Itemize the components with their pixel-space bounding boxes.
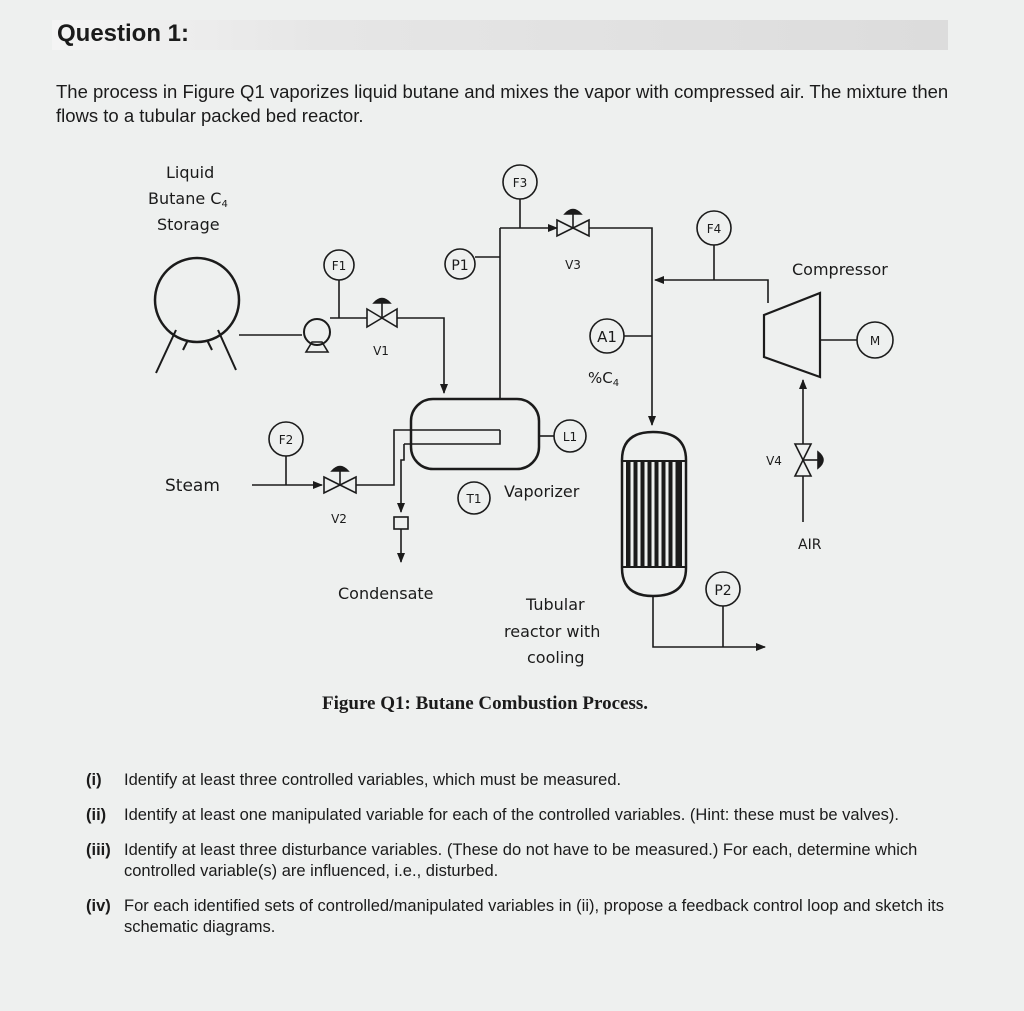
storage-label-line3: Storage (157, 215, 220, 234)
valve-v3 (556, 208, 590, 238)
valve-v4-label: V4 (766, 454, 782, 468)
question-header-bar (52, 20, 948, 50)
analyzer-label: %C4 (588, 369, 619, 389)
instrument-f2: F2 (279, 433, 294, 447)
valve-v1 (366, 297, 398, 329)
instrument-t1: T1 (466, 492, 482, 506)
condensate-label: Condensate (338, 584, 434, 603)
instrument-f4: F4 (707, 222, 722, 236)
task-number: (ii) (86, 806, 107, 824)
compressor-label: Compressor (792, 260, 888, 279)
instrument-f1: F1 (332, 259, 347, 273)
task-item: (i) Identify at least three controlled v… (86, 770, 966, 791)
figure-caption: Figure Q1: Butane Combustion Process. (322, 693, 648, 714)
instrument-p1: P1 (451, 258, 468, 274)
valve-v2-label: V2 (331, 512, 347, 526)
vaporizer-vessel (404, 397, 554, 471)
question-intro: The process in Figure Q1 vaporizes liqui… (56, 81, 949, 126)
task-list: (i) Identify at least three controlled v… (86, 770, 966, 952)
task-text: Identify at least one manipulated variab… (124, 806, 900, 824)
motor-icon (856, 321, 894, 359)
motor-label: M (870, 334, 880, 348)
storage-label-line2: Butane C4 (148, 189, 228, 210)
air-label: AIR (798, 537, 822, 553)
tubular-reactor (620, 430, 688, 598)
vaporizer-label: Vaporizer (504, 482, 580, 501)
butane-storage-tank (153, 256, 241, 374)
instrument-l1: L1 (563, 430, 577, 444)
task-text: For each identified sets of controlled/m… (124, 897, 944, 936)
question-title: Question 1: (57, 20, 190, 47)
valve-v1-label: V1 (373, 344, 389, 358)
valve-v2 (323, 465, 357, 495)
storage-label-line1: Liquid (166, 163, 214, 182)
task-item: (iv) For each identified sets of control… (86, 896, 966, 938)
instrument-a1: A1 (597, 328, 617, 346)
valve-v4 (793, 443, 824, 477)
steam-label: Steam (165, 476, 220, 496)
reactor-label-line3: cooling (527, 648, 585, 667)
instrument-f3: F3 (513, 176, 528, 190)
task-item: (iii) Identify at least three disturbanc… (86, 840, 966, 882)
valve-v3-label: V3 (565, 258, 581, 272)
reactor-label-line1: Tubular (525, 595, 585, 614)
task-number: (iv) (86, 897, 111, 915)
pump-icon (303, 318, 331, 353)
task-number: (iii) (86, 841, 111, 859)
task-item: (ii) Identify at least one manipulated v… (86, 805, 966, 826)
task-text: Identify at least three controlled varia… (124, 771, 622, 789)
task-number: (i) (86, 771, 102, 789)
instrument-p2: P2 (714, 583, 731, 599)
reactor-label-line2: reactor with (504, 622, 600, 641)
compressor-icon (762, 291, 857, 379)
task-text: Identify at least three disturbance vari… (124, 841, 918, 880)
process-diagram: Liquid Butane C4 Storage Steam Condensat… (148, 163, 894, 667)
